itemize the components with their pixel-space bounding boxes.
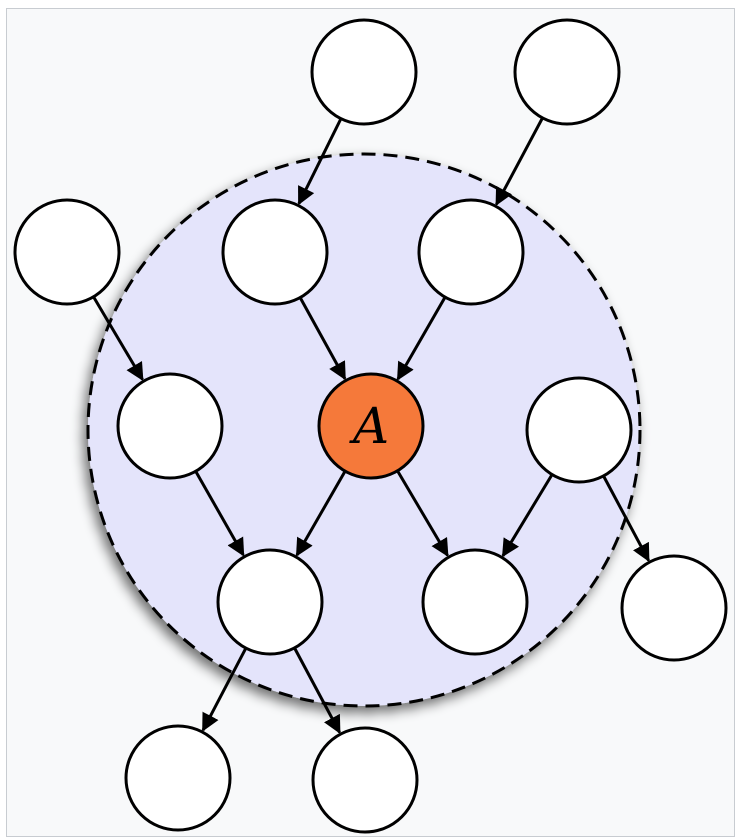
edge-parent-left-to-target [298, 296, 347, 381]
edge-target-to-child-left [295, 470, 347, 557]
node-target: A [317, 372, 425, 480]
node-parent-left [221, 198, 329, 306]
node-grandchild-right [311, 726, 419, 834]
edge-coparent-right-to-child-right [501, 473, 554, 558]
node-grandparent-left [310, 18, 418, 126]
node-label-target: A [349, 397, 389, 455]
edge-child-left-to-grandchild-left [201, 647, 248, 732]
node-circle-child-right [421, 548, 529, 656]
edges [92, 117, 650, 734]
node-circle-grandchild-right [311, 726, 419, 834]
node-circle-parent-left [221, 198, 329, 306]
edge-coparent-left-to-child-left [194, 470, 245, 557]
edge-target-to-child-right [396, 470, 449, 558]
node-child-right [421, 548, 529, 656]
edge-coparent-outside-left-to-coparent-left [92, 295, 144, 382]
node-circle-grandparent-left [310, 18, 418, 126]
node-circle-grandchild-left [124, 724, 232, 832]
node-child-left [216, 548, 324, 656]
edge-coparent-right-to-child-of-coparent-outside [602, 475, 650, 562]
node-circle-coparent-right [525, 376, 633, 484]
node-parent-right [417, 198, 525, 306]
node-coparent-outside-left [13, 198, 121, 306]
node-child-of-coparent-outside [620, 554, 728, 662]
edge-parent-right-to-target [396, 296, 447, 381]
nodes: A [13, 18, 728, 834]
node-circle-child-left [216, 548, 324, 656]
node-circle-coparent-outside-left [13, 198, 121, 306]
node-coparent-left [116, 372, 224, 480]
node-circle-child-of-coparent-outside [620, 554, 728, 662]
node-grandchild-left [124, 724, 232, 832]
node-circle-coparent-left [116, 372, 224, 480]
node-circle-parent-right [417, 198, 525, 306]
node-circle-grandparent-right [513, 18, 621, 126]
edge-child-left-to-grandchild-right [293, 647, 341, 734]
node-coparent-right [525, 376, 633, 484]
node-grandparent-right [513, 18, 621, 126]
edge-grandparent-right-to-parent-right [495, 117, 544, 206]
node-circle-target [317, 372, 425, 480]
edge-grandparent-left-to-parent-left [297, 117, 343, 206]
